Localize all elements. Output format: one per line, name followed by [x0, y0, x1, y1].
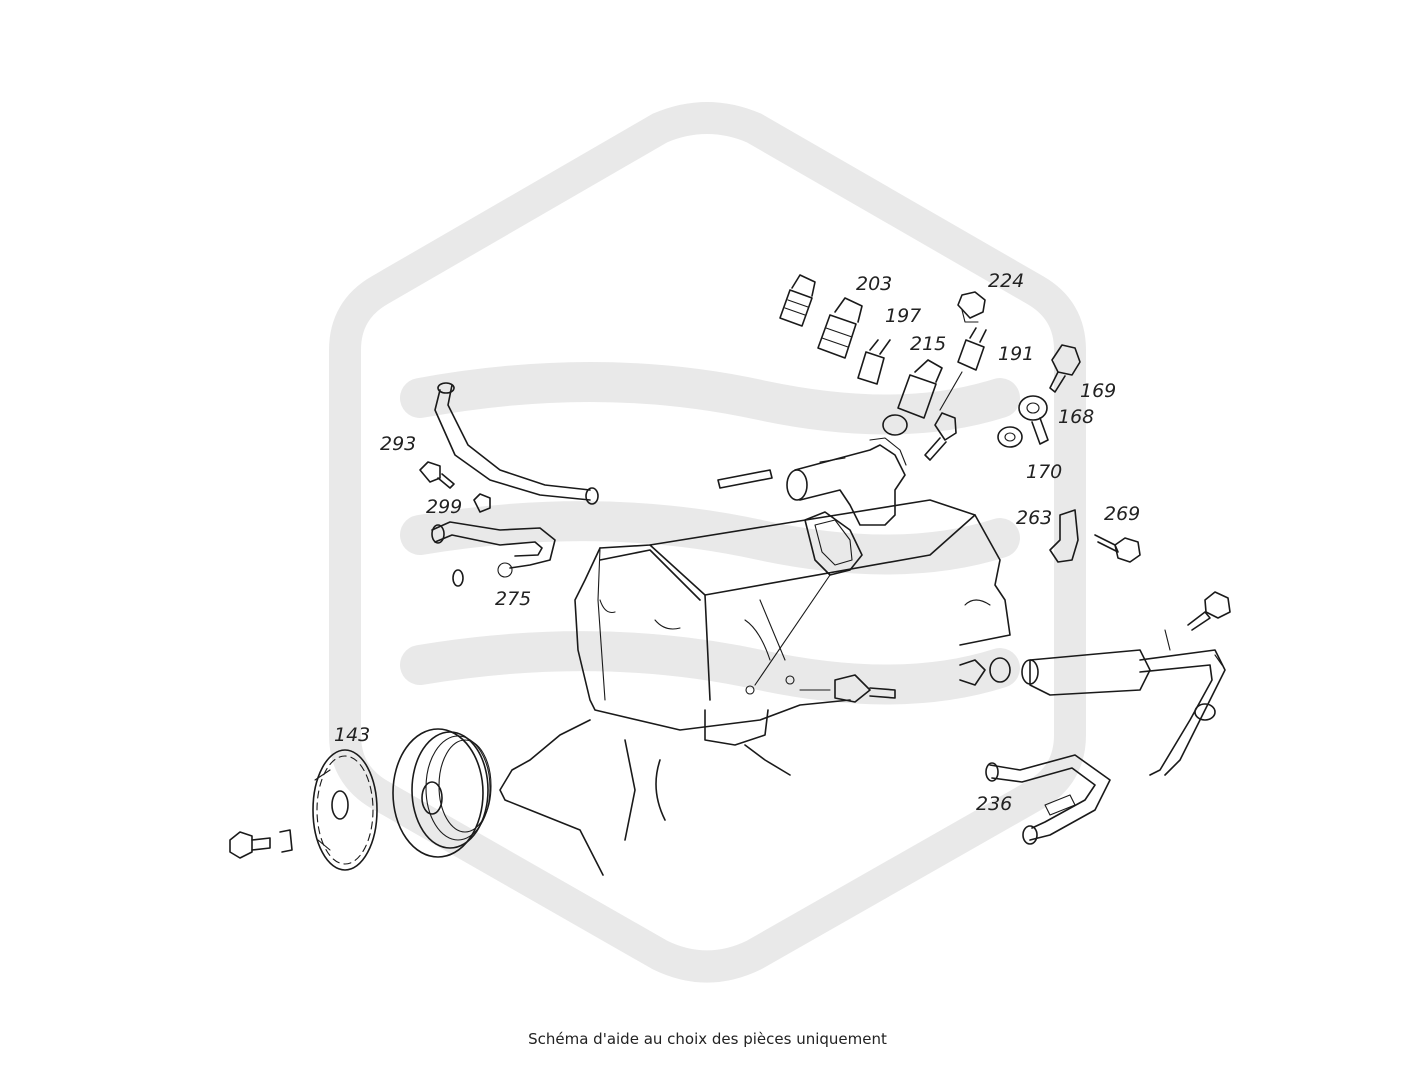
plug-224 [957, 291, 986, 323]
part-label-269[interactable]: 269 [1104, 503, 1140, 525]
engine-block [499, 499, 1011, 876]
sensor-197 [817, 297, 863, 359]
diagram-caption: Schéma d'aide au choix des pièces unique… [528, 1030, 887, 1048]
part-label-197[interactable]: 197 [885, 305, 921, 327]
banjo-fitting-168 [1018, 395, 1049, 445]
banjo-bolt-169 [1049, 344, 1081, 393]
part-label-236[interactable]: 236 [976, 793, 1012, 815]
part-label-203[interactable]: 203 [856, 273, 892, 295]
bolt-293 [419, 461, 455, 489]
washer-170 [997, 426, 1023, 448]
clamp-299 [473, 493, 491, 513]
part-label-168[interactable]: 168 [1058, 406, 1094, 428]
bolt-269 [1094, 534, 1141, 563]
coolant-hose-upper [434, 382, 599, 505]
bracket-263 [1049, 509, 1079, 563]
part-label-224[interactable]: 224 [988, 270, 1024, 292]
part-label-215[interactable]: 215 [910, 333, 946, 355]
pipe-275 [431, 521, 556, 587]
part-label-143[interactable]: 143 [334, 724, 370, 746]
fitting-center [959, 657, 1011, 686]
part-label-299[interactable]: 299 [426, 496, 462, 518]
bolt-crank [229, 829, 293, 859]
hose-236 [985, 754, 1111, 845]
part-label-169[interactable]: 169 [1080, 380, 1116, 402]
sensor-203 [779, 274, 816, 327]
temp-sensor-center [834, 674, 896, 703]
sensor-small [857, 339, 891, 385]
thermostat-housing [717, 437, 907, 526]
bolt-right [1187, 591, 1231, 631]
part-labels: 143 168 169 170 191 197 203 215 224 236 … [334, 270, 1140, 815]
vibration-damper-pulley [392, 728, 492, 858]
part-label-191[interactable]: 191 [998, 343, 1034, 365]
bolt-housing [924, 412, 957, 461]
gasket [754, 511, 863, 686]
part-label-170[interactable]: 170 [1026, 461, 1062, 483]
part-label-263[interactable]: 263 [1016, 507, 1052, 529]
part-label-275[interactable]: 275 [495, 588, 531, 610]
sensor-215 [882, 359, 943, 436]
oil-cooler-pipe [1021, 629, 1226, 776]
sensor-191 [939, 327, 987, 411]
crankshaft-sprocket-143 [312, 749, 378, 871]
part-label-293[interactable]: 293 [380, 433, 416, 455]
